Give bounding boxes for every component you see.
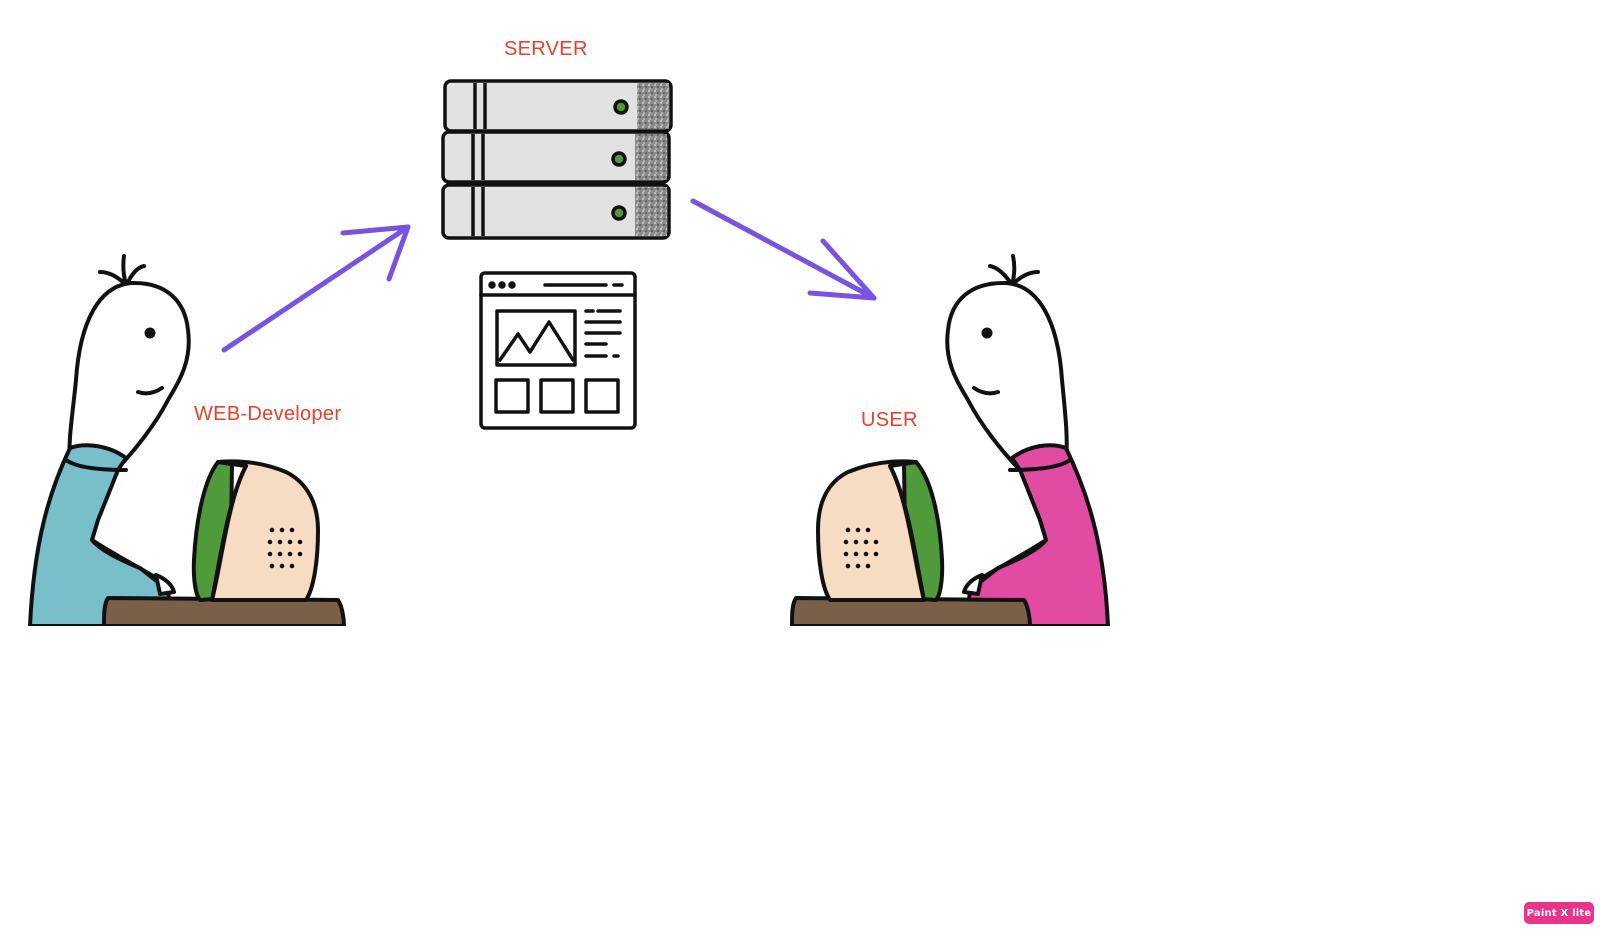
server-unit-top xyxy=(443,79,673,133)
user-figure xyxy=(790,254,1110,628)
developer-monitor-icon xyxy=(191,459,320,602)
user-monitor-icon xyxy=(816,459,945,602)
arrow-developer-to-server xyxy=(221,224,411,353)
server-label: SERVER xyxy=(504,38,588,60)
developer-desk xyxy=(102,596,346,628)
lower-blank-area xyxy=(0,626,1600,930)
developer-hand xyxy=(154,573,176,596)
server-stack-icon xyxy=(441,79,673,240)
server-unit-bottom xyxy=(441,183,671,240)
paint-x-lite-watermark: Paint X lite xyxy=(1524,902,1594,924)
developer-head xyxy=(67,280,191,470)
user-hair xyxy=(988,254,1040,287)
web-developer-label: WEB-Developer xyxy=(194,403,342,425)
server-unit-middle xyxy=(441,130,671,184)
user-desk xyxy=(790,596,1032,628)
webpage-icon xyxy=(479,271,637,430)
arrow-server-to-user xyxy=(690,198,877,301)
user-label: USER xyxy=(861,409,918,431)
developer-hair xyxy=(98,254,146,287)
user-head xyxy=(945,280,1069,470)
web-developer-figure xyxy=(28,254,346,628)
user-hand xyxy=(962,573,984,596)
